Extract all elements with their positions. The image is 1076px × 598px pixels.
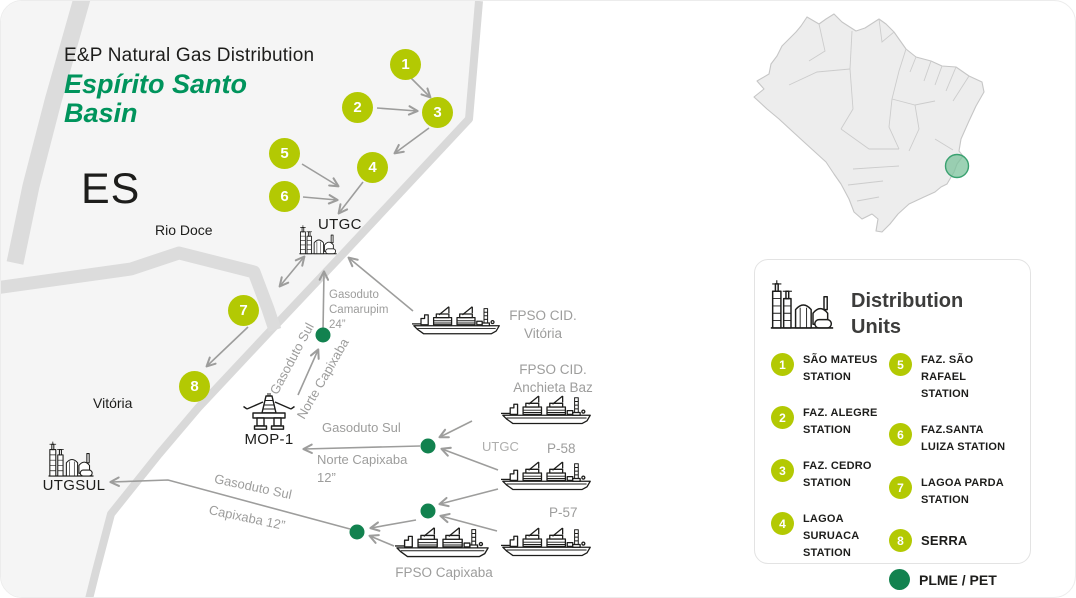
brazil-state-borders [788,18,970,202]
fpso-cid-anchieta-ship-icon [501,395,591,425]
fpso-cid-anchieta-label: FPSO CID. Anchieta Baz [513,362,593,396]
legend-marker-3: 3 [771,459,794,483]
utgsul-label: UTGSUL [42,477,106,494]
legend-title-line2: Units [851,316,901,338]
rio-doce-band [1,246,282,333]
utgc-label: UTGC [318,216,362,233]
station-2-marker: 2 [342,92,373,123]
river-band-northwest [6,1,91,265]
legend-marker-4: 4 [771,512,794,536]
fpso-cid-vitoria-ship-icon [412,306,500,335]
fpso-capixaba-ship-icon [395,527,489,558]
legend-marker-7: 7 [889,476,912,500]
basin-title-line2: Basin [64,97,138,128]
station-6-marker: 6 [269,181,300,212]
legend-item-8: 8 SERRA [889,528,1020,553]
plme-pet-dot-icon [889,569,910,591]
legend-marker-1: 1 [771,353,794,376]
title-block: E&P Natural Gas Distribution Espírito Sa… [64,45,314,127]
basin-title-line1: Espírito Santo [64,69,248,99]
station-7-marker: 7 [228,295,259,326]
legend-item-4: 4 LAGOA SURUACA STATION [771,511,889,562]
state-abbr-label: ES [81,165,141,213]
gasoduto-camarupim-label: Gasoduto Camarupim 24” [329,289,389,331]
gasoduto-sul-mid-label: Gasoduto Sul [322,420,401,435]
rio-doce-label: Rio Doce [155,222,213,238]
legend-item-1: 1 SÃO MATEUS STATION [771,352,889,386]
plme-pet-nodes [315,327,436,540]
vitoria-label: Vitória [93,395,133,411]
norte-capixaba-12-label: Norte Capixaba 12” [317,452,408,485]
flow-arrows [109,77,499,547]
legend-item-7: 7 LAGOA PARDA STATION [889,475,1020,509]
legend-item-6: 6 FAZ.SANTA LUIZA STATION [889,422,1020,456]
river-bands [1,1,282,333]
legend-marker-6: 6 [889,423,912,447]
station-3-marker: 3 [422,97,453,128]
station-8-marker: 8 [179,371,210,402]
legend-marker-8: 8 [889,529,912,553]
station-4-marker: 4 [357,152,388,183]
title-kicker: E&P Natural Gas Distribution [64,45,315,66]
p58-label: P-58 [547,441,576,456]
fpso-capixaba-label: FPSO Capixaba [395,565,493,580]
legend-item-plme: PLME / PET [889,569,1020,591]
brazil-outline [753,13,985,233]
legend-marker-2: 2 [771,406,794,430]
mop1-label: MOP-1 [244,431,294,448]
legend-item-3: 3 FAZ. CEDRO STATION [771,458,889,492]
utgc-gray-label: UTGC [482,439,519,454]
fpso-cid-vitoria-label: FPSO CID. Vitória [509,308,577,342]
legend-title: Distribution Units [851,288,963,340]
espirito-santo-highlight [944,153,970,179]
distribution-plant-icon [770,280,834,329]
p58-ship-icon [501,461,591,491]
brazil-locator-map [753,13,985,233]
station-5-marker: 5 [269,138,300,169]
legend-item-5: 5 FAZ. SÃO RAFAEL STATION [889,352,1020,403]
station-1-marker: 1 [390,49,421,80]
legend-item-2: 2 FAZ. ALEGRE STATION [771,405,889,439]
legend-marker-5: 5 [889,353,912,376]
coastline [85,1,483,597]
legend-title-line1: Distribution [851,290,964,312]
p57-label: P-57 [549,505,578,520]
mop1-rig-icon [242,393,296,430]
legend-panel: Distribution Units 1 SÃO MATEUS STATION … [754,259,1031,591]
p57-ship-icon [501,527,591,557]
